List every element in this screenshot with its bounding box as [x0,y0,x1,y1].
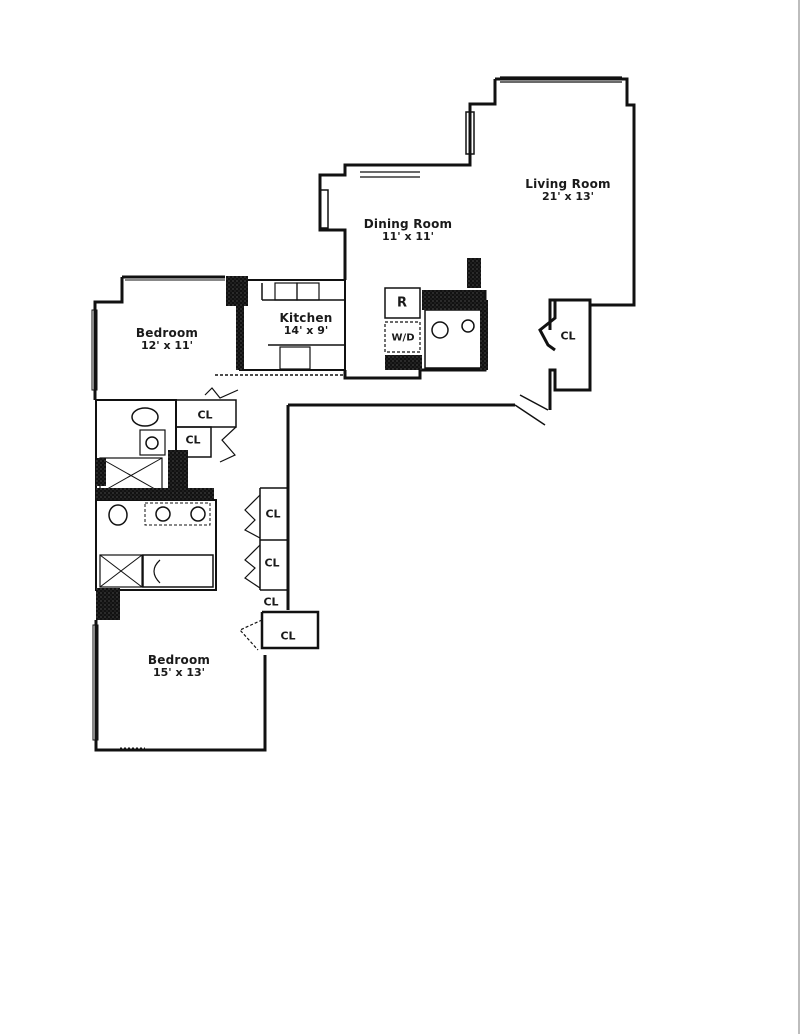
washer-dryer-box [384,321,421,353]
room-name: Living Room [525,177,611,191]
room-name: Bedroom [147,653,211,667]
room-name: Dining Room [363,217,453,231]
closet-label: CL [263,595,279,609]
structural-columns [96,258,488,620]
room-dimensions: 12' x 11' [140,338,194,352]
closet-label: CL [197,408,213,422]
washer-dryer-label: W/D [391,332,415,344]
living-room-window [500,76,622,83]
room-label-bedroom-2: Bedroom 15' x 13' [148,654,210,678]
room-dimensions: 15' x 13' [152,665,206,679]
dining-room-window [360,171,420,178]
room-label-kitchen: Kitchen 14' x 9' [280,312,333,336]
closet-label: CL [185,433,201,447]
living-room-side-window [465,111,475,155]
room-name: Bedroom [135,326,199,340]
closet-label: CL [280,629,296,643]
page-edge [798,0,800,1034]
room-dimensions: 11' x 11' [381,229,435,243]
closet-label: CL [264,556,280,570]
dining-room-bay [319,189,329,229]
room-label-dining-room: Dining Room 11' x 11' [364,218,452,242]
room-label-bedroom-1: Bedroom 12' x 11' [136,327,198,351]
room-dimensions: 14' x 9' [283,323,329,337]
room-label-living-room: Living Room 21' x 13' [525,178,610,202]
refrigerator-label: R [396,295,408,311]
closet-label: CL [560,329,576,343]
room-dimensions: 21' x 13' [541,189,595,203]
closet-label: CL [265,507,281,521]
refrigerator-box [384,287,421,319]
room-name: Kitchen [279,311,333,325]
